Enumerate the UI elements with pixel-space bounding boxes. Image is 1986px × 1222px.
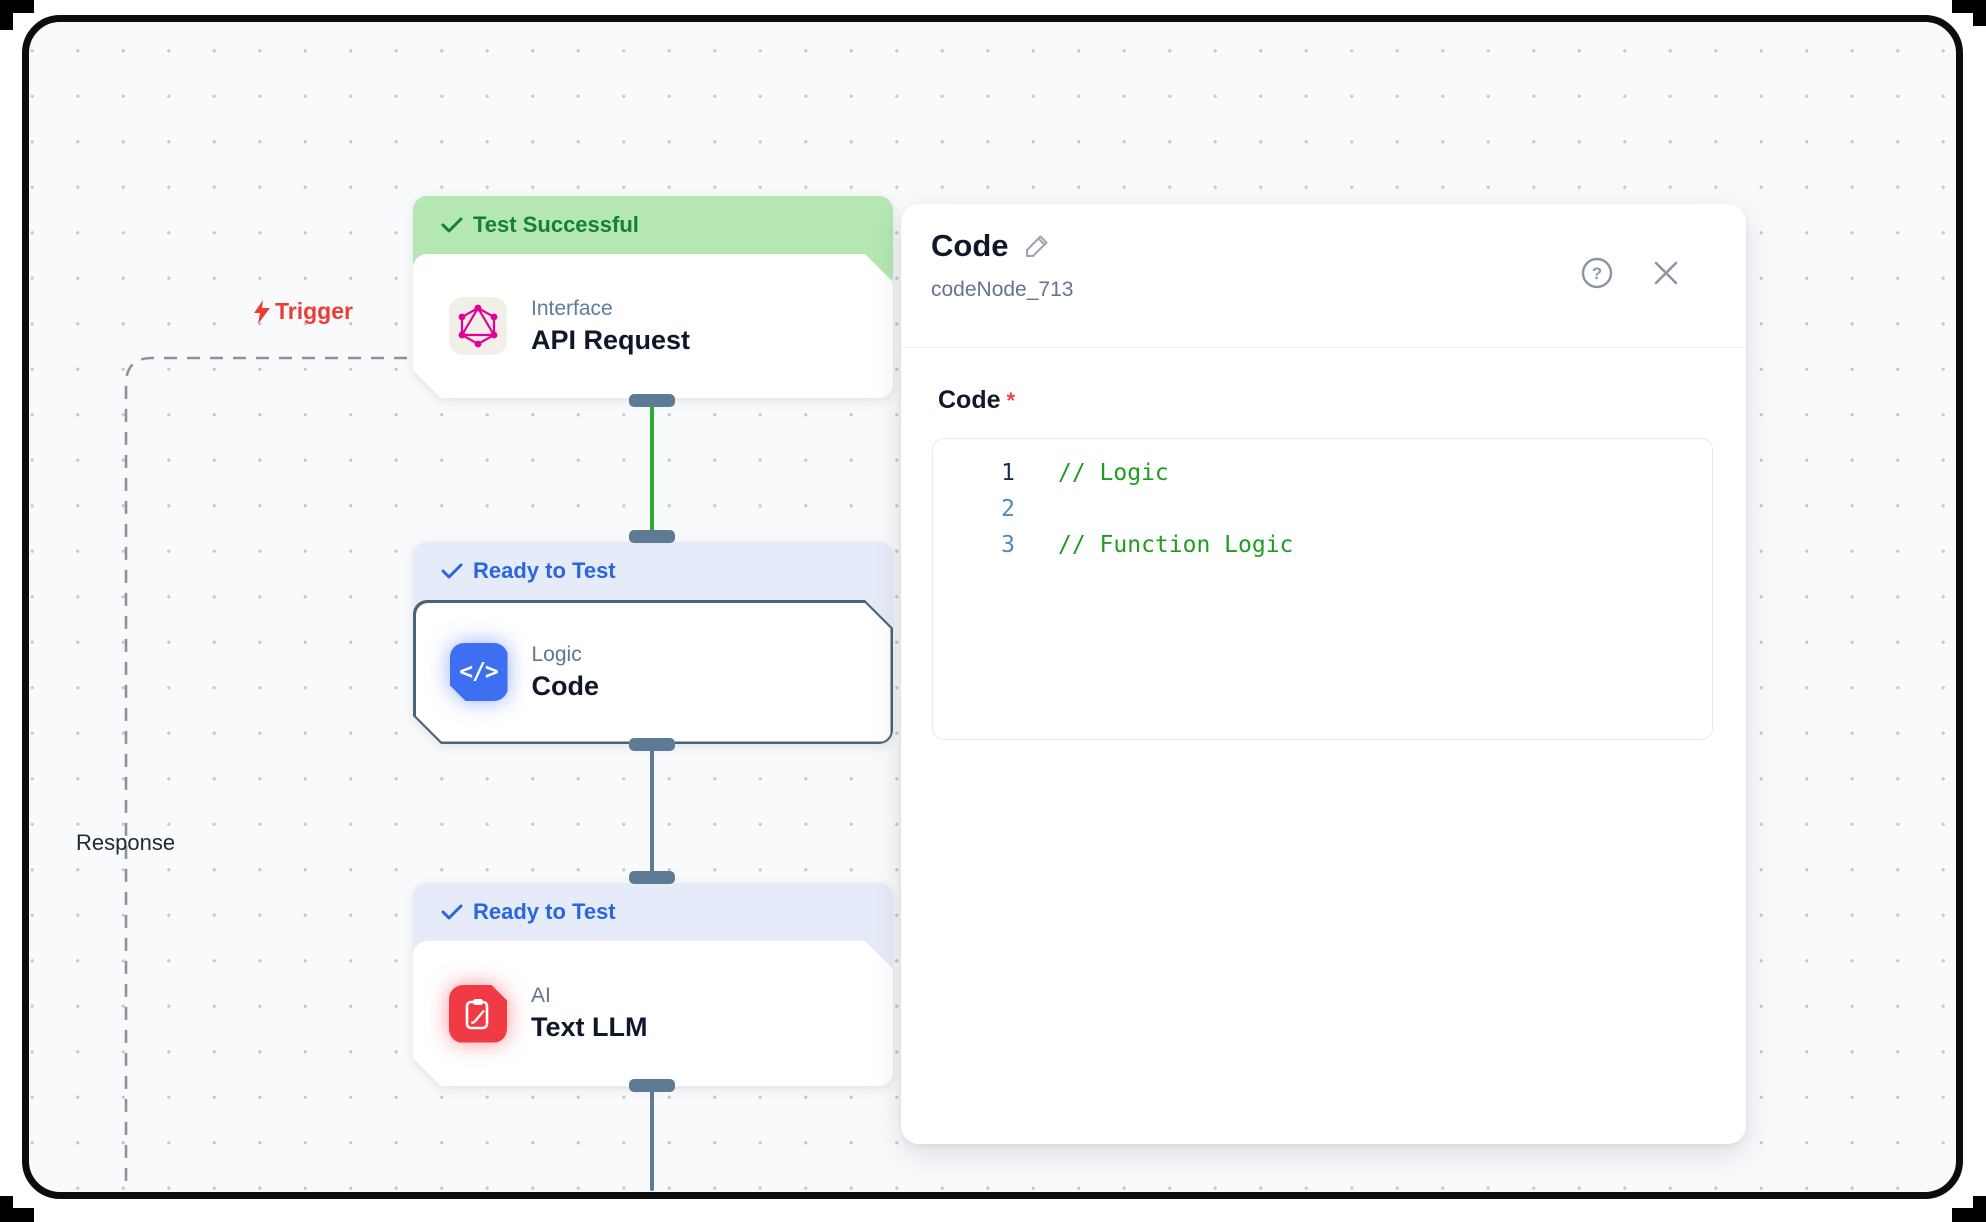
line-code: // Function Logic <box>1058 532 1294 558</box>
code-icon: </> <box>450 643 508 701</box>
graphql-icon <box>449 297 507 355</box>
edge-apirequest-to-code <box>650 402 654 534</box>
handle-code-input[interactable] <box>629 530 675 543</box>
edge-textllm-down <box>650 1088 654 1191</box>
checkmark-icon <box>441 217 463 233</box>
crop-mark-bottom-right-arm <box>1973 1196 1986 1222</box>
trigger-label: Trigger <box>251 298 353 325</box>
node-category: Interface <box>531 296 613 320</box>
line-number: 3 <box>1001 532 1015 558</box>
close-icon[interactable] <box>1652 259 1680 287</box>
checkmark-icon <box>441 563 463 579</box>
code-line[interactable]: 1 // Logic <box>933 455 1712 491</box>
handle-code-output[interactable] <box>629 738 675 751</box>
code-line[interactable]: 3 // Function Logic <box>933 527 1712 563</box>
edit-pencil-icon[interactable] <box>1023 232 1051 260</box>
workflow-canvas[interactable]: Trigger Response Test Successful <box>29 22 1956 1192</box>
node-title: Text LLM <box>531 1012 648 1042</box>
workflow-window-frame: Trigger Response Test Successful <box>22 15 1963 1199</box>
line-code <box>1015 491 1058 527</box>
required-marker: * <box>1006 388 1016 413</box>
node-status-text: Test Successful <box>473 212 639 237</box>
response-label: Response <box>76 830 176 855</box>
node-category: Logic <box>531 642 582 666</box>
crop-mark-top-left-arm <box>0 0 13 30</box>
checkmark-icon <box>441 904 463 920</box>
code-editor[interactable]: 1 // Logic 2 3 // Function Logic <box>932 438 1713 740</box>
node-title: Code <box>531 670 599 701</box>
code-field-label: Code <box>938 386 1001 414</box>
node-text-llm[interactable]: Ready to Test <box>413 883 893 1085</box>
panel-divider <box>901 347 1746 348</box>
svg-text:?: ? <box>1592 264 1602 283</box>
crop-mark-bottom-left-arm <box>0 1196 13 1222</box>
node-status-text: Ready to Test <box>473 558 616 583</box>
node-card-text-llm[interactable]: AI Text LLM <box>413 941 893 1086</box>
panel-title: Code <box>931 228 1009 263</box>
node-config-panel: Code codeNode_713 ? <box>901 204 1746 1144</box>
line-number: 1 <box>1001 460 1015 486</box>
node-card-api-request[interactable]: Interface API Request <box>413 254 893 398</box>
node-api-request[interactable]: Test Successful <box>413 196 893 400</box>
help-icon[interactable]: ? <box>1580 256 1614 290</box>
lightning-bolt-icon <box>254 299 270 324</box>
response-edge-dashed <box>124 356 407 1191</box>
handle-textllm-output[interactable] <box>629 1079 675 1092</box>
handle-apirequest-output[interactable] <box>629 394 675 407</box>
node-status-text: Ready to Test <box>473 899 616 924</box>
node-code[interactable]: Ready to Test </> Logic Code <box>413 542 893 745</box>
crop-mark-top-right-arm <box>1973 0 1986 26</box>
line-code: // Logic <box>1058 460 1169 486</box>
node-title: API Request <box>531 324 691 355</box>
edge-code-to-textllm <box>650 747 654 873</box>
node-card-code-selected-border: </> Logic Code <box>413 600 893 744</box>
node-category: AI <box>531 984 551 1007</box>
line-number: 2 <box>1001 496 1015 522</box>
panel-node-id: codeNode_713 <box>931 278 1074 301</box>
handle-textllm-input[interactable] <box>629 871 675 884</box>
node-card-code[interactable]: </> Logic Code <box>416 603 891 742</box>
clipboard-pen-icon <box>449 985 507 1043</box>
code-line[interactable]: 2 <box>933 491 1712 527</box>
